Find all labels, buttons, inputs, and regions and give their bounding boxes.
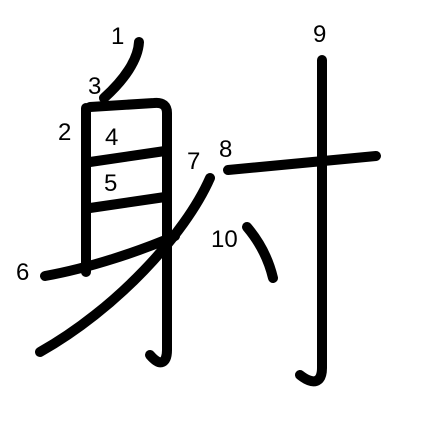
stroke-1 (99, 37, 144, 103)
stroke-number-5: 5 (104, 170, 117, 197)
stroke-number-8: 8 (219, 136, 232, 163)
stroke-number-7: 7 (187, 148, 200, 175)
stroke-order-labels: 1 2 3 4 5 6 7 8 9 10 (16, 21, 326, 286)
character-strokes (35, 37, 381, 387)
stroke-8 (223, 151, 381, 175)
stroke-7 (35, 173, 215, 357)
stroke-number-2: 2 (58, 119, 71, 146)
stroke-number-4: 4 (105, 124, 118, 151)
stroke-number-10: 10 (211, 226, 238, 253)
stroke-4 (85, 146, 170, 167)
stroke-9 (295, 55, 327, 387)
stroke-5 (85, 192, 170, 213)
stroke-6 (40, 231, 180, 281)
stroke-3 (85, 97, 172, 368)
stroke-number-6: 6 (16, 259, 29, 286)
stroke-number-1: 1 (111, 23, 124, 50)
stroke-10 (242, 222, 278, 283)
stroke-number-3: 3 (88, 73, 101, 100)
stroke-number-9: 9 (313, 21, 326, 48)
